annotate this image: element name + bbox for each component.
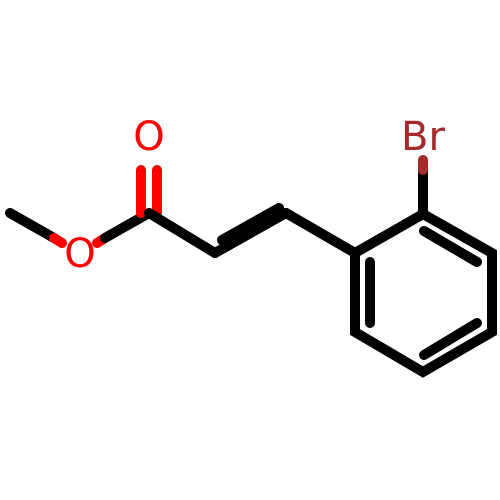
bond-carbonyl-alpha [144, 208, 220, 258]
bond-methyl-o [5, 208, 59, 243]
atom-label-oxygen-carbonyl: O [133, 114, 164, 160]
bond-methyl-o-o-half [49, 233, 67, 248]
atom-label-bromine: Br [401, 114, 445, 160]
ring-inner-bond-bottom-right [419, 318, 482, 360]
ring-inner-bond-top-right [419, 226, 482, 267]
atom-label-oxygen-ester: O [64, 231, 95, 277]
benzene-ring [350, 208, 497, 378]
bond-alkene-inner [217, 203, 284, 245]
bond-vinyl-ring [281, 208, 360, 258]
bond-alkene-main [210, 208, 291, 258]
